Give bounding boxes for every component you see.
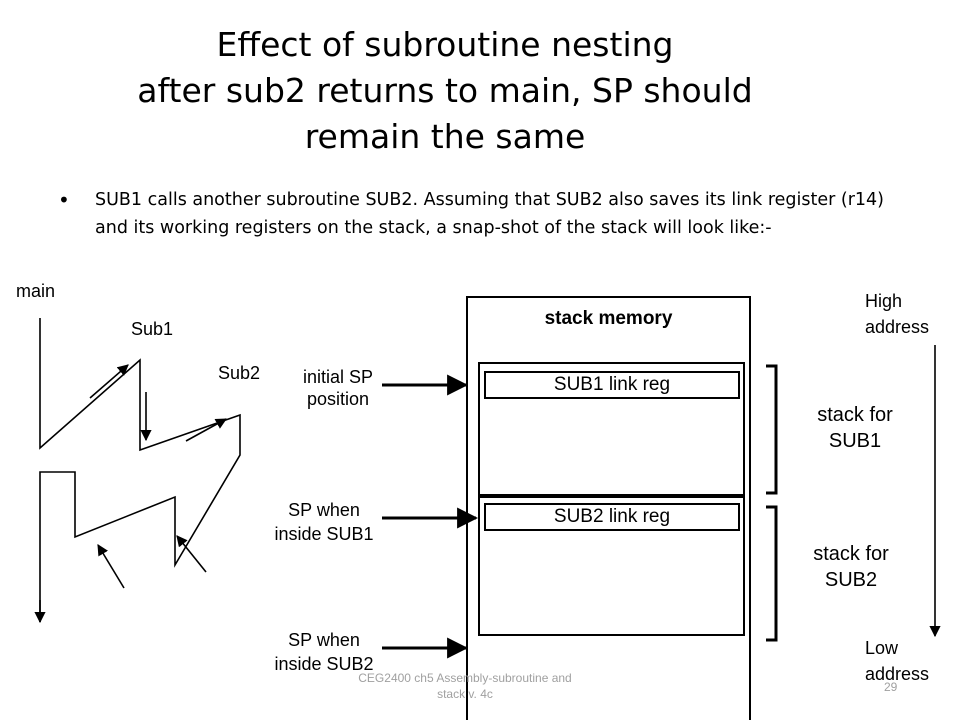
sp-inside-sub2-line-2: inside SUB2 <box>274 654 374 674</box>
sub2-brace <box>766 505 778 642</box>
sp-inside-sub1-label: SP when inside SUB1 <box>254 498 394 546</box>
low-address-label: Low address <box>865 635 929 687</box>
title-line-1: Effect of subroutine nesting <box>216 25 674 64</box>
sub2-stack-frame <box>478 496 745 636</box>
high-address-line-2: address <box>865 317 930 337</box>
footer-text: CEG2400 ch5 Assembly-subroutine and stac… <box>358 671 572 701</box>
initial-sp-label: initial SP position <box>278 366 398 410</box>
sp-inside-sub2-label: SP when inside SUB2 <box>254 628 394 676</box>
stack-for-sub1-line-2: SUB1 <box>828 430 882 452</box>
return-arrow-1 <box>176 535 207 573</box>
stack-for-sub2-line-1: stack for <box>813 543 889 565</box>
title-line-3: remain the same <box>304 117 586 156</box>
sp-inside-sub2-line-1: SP when <box>288 630 360 650</box>
page-number: 29 <box>884 680 898 694</box>
return-arrow-2 <box>97 544 125 589</box>
stack-for-sub1-label: stack for SUB1 <box>800 402 910 454</box>
call-arrow-2 <box>185 418 227 442</box>
call-arrow-1 <box>89 364 129 399</box>
high-address-label: High address <box>865 288 929 340</box>
stack-for-sub1-line-1: stack for <box>817 404 893 426</box>
stack-memory-title: stack memory <box>544 308 673 329</box>
low-address-line-2: address <box>865 664 930 684</box>
sub2-link-reg: SUB2 link reg <box>484 503 740 531</box>
sub1-link-reg: SUB1 link reg <box>484 371 740 399</box>
initial-sp-line-1: initial SP <box>302 367 374 387</box>
sub1-brace <box>766 364 778 495</box>
bullet-marker: • <box>58 188 70 212</box>
call-return-path <box>39 318 241 622</box>
sub2-label: Sub2 <box>218 363 261 383</box>
stack-for-sub2-line-2: SUB2 <box>824 569 878 591</box>
low-address-line-1: Low <box>865 638 899 658</box>
slide-title: Effect of subroutine nesting after sub2 … <box>60 22 830 160</box>
stack-for-sub2-label: stack for SUB2 <box>796 541 906 593</box>
bullet-text: SUB1 calls another subroutine SUB2. Assu… <box>95 190 885 238</box>
main-label: main <box>16 281 56 301</box>
sp-inside-sub1-line-2: inside SUB1 <box>274 524 374 544</box>
title-line-2: after sub2 returns to main, SP should <box>137 71 753 110</box>
sp-inside-sub1-line-1: SP when <box>288 500 360 520</box>
initial-sp-line-2: position <box>306 389 370 409</box>
high-address-line-1: High <box>865 291 903 311</box>
sub1-stack-frame <box>478 362 745 496</box>
sub1-label: Sub1 <box>131 319 174 339</box>
